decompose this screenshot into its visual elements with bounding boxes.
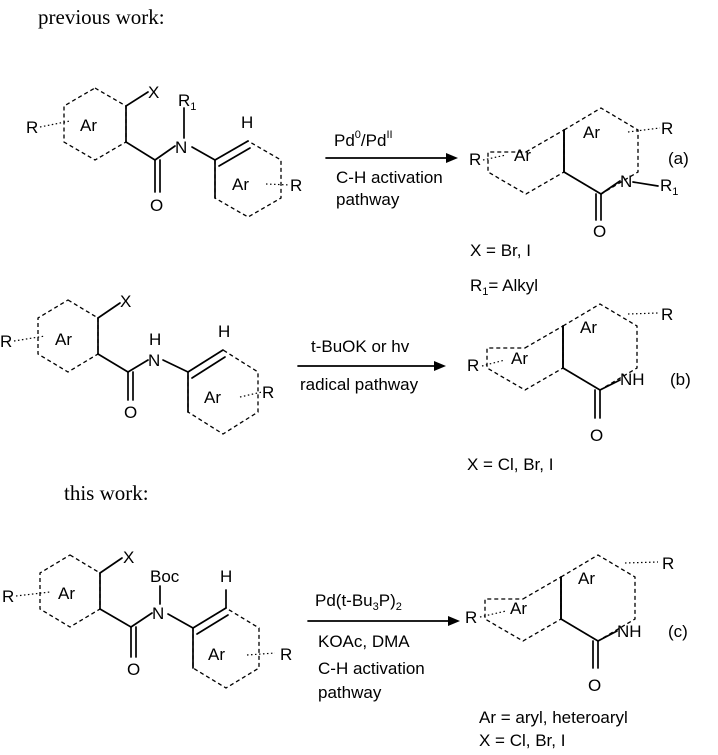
reaction-a-note-2: R1= Alkyl (470, 276, 538, 298)
reaction-a-sm-x-label: X (148, 83, 159, 102)
reaction-b-sm-h-label: H (218, 322, 230, 341)
reaction-b-prod-r-top-label: R (661, 305, 673, 324)
reaction-b-sm-ar-label: Ar (55, 330, 72, 349)
reaction-b-note-1: X = Cl, Br, I (467, 455, 553, 474)
reaction-a-prod-r1-label: R1 (660, 176, 678, 198)
reaction-b-sm-r-label: R (0, 332, 12, 351)
reaction-b-prod-nh-label: NH (620, 370, 645, 389)
reaction-c-sm-n-label: N (152, 604, 164, 623)
reaction-a-prod-ar-top-label: Ar (583, 123, 600, 142)
reaction-b-condition-1: t-BuOK or hv (311, 337, 410, 356)
reaction-a-product: Ar R Ar R O N R1 (469, 107, 678, 241)
heading-this-work: this work: (64, 481, 149, 505)
reaction-b-sm-x-label: X (120, 292, 131, 311)
reaction-a-prod-r-left-label: R (469, 150, 481, 169)
reaction-c-sm-r-label: R (2, 587, 14, 606)
reaction-c-product: Ar R Ar R O NH (465, 554, 674, 695)
reaction-b-arrow (297, 361, 446, 371)
reaction-c-sm-o-label: O (127, 660, 140, 679)
reaction-a-condition-3: pathway (336, 190, 400, 209)
reaction-a-sm-ar2-label: Ar (232, 175, 249, 194)
reaction-b-label: (b) (670, 370, 691, 389)
reaction-c-note-1: Ar = aryl, heteroaryl (479, 708, 628, 727)
reaction-c-catalyst: Pd(t-Bu3P)2 (315, 591, 402, 613)
reaction-c-note-2: X = Cl, Br, I (479, 731, 565, 750)
reaction-a-prod-r-top-label: R (661, 119, 673, 138)
reaction-a-sm-n-label: N (175, 138, 187, 157)
reaction-a-sm-r2-label: R (290, 176, 302, 195)
reaction-a-catalyst: Pd0/PdII (334, 129, 393, 150)
reaction-c-prod-ar-left-label: Ar (510, 599, 527, 618)
reaction-c-sm-x-label: X (123, 548, 134, 567)
reaction-a-sm-r1-label: R1 (178, 91, 196, 113)
reaction-b-prod-ar-left-label: Ar (511, 349, 528, 368)
reaction-b-starting-material: Ar R X O H N H Ar R (0, 292, 274, 435)
reaction-b-product: Ar R Ar R O NH (467, 303, 673, 445)
reaction-c-prod-r-left-label: R (465, 608, 477, 627)
reaction-c-sm-h-label: H (220, 567, 232, 586)
reaction-b-sm-r2-label: R (262, 383, 274, 402)
reaction-c-condition-2: KOAc, DMA (318, 632, 410, 651)
reaction-c-condition-4: pathway (318, 683, 382, 702)
reaction-a-sm-h-label: H (241, 113, 253, 132)
reaction-b-prod-ar-top-label: Ar (580, 318, 597, 337)
reaction-b-sm-o-label: O (124, 403, 137, 422)
reaction-a-prod-n-label: N (620, 172, 632, 191)
reaction-b-sm-ar2-label: Ar (204, 388, 221, 407)
reaction-b-prod-o-label: O (590, 426, 603, 445)
reaction-a-sm-o-label: O (150, 196, 163, 215)
reaction-b-sm-n-label: N (148, 351, 160, 370)
reaction-c-label: (c) (668, 622, 688, 641)
reaction-c-sm-boc-label: Boc (150, 567, 180, 586)
reaction-b-sm-h-on-n-label: H (149, 330, 161, 349)
reaction-c-arrow (307, 616, 460, 626)
reaction-a-prod-o-label: O (593, 222, 606, 241)
reaction-a-sm-ar-label: Ar (80, 116, 97, 135)
reaction-c-prod-o-label: O (588, 676, 601, 695)
reaction-a-starting-material: Ar R X O N R1 H Ar R (26, 83, 302, 218)
reaction-a-arrow (325, 153, 458, 163)
reaction-c-sm-ar-label: Ar (58, 584, 75, 603)
reaction-a-note-1: X = Br, I (470, 241, 531, 260)
reaction-a-sm-r-label: R (26, 118, 38, 137)
reaction-c-prod-nh-label: NH (617, 622, 642, 641)
reaction-a-label: (a) (668, 149, 689, 168)
reaction-a-condition-2: C-H activation (336, 168, 443, 187)
reaction-c-sm-ar2-label: Ar (208, 645, 225, 664)
reaction-c-condition-3: C-H activation (318, 659, 425, 678)
reaction-c-starting-material: Ar R X O N Boc H Ar R (2, 548, 292, 689)
reaction-c-prod-r-top-label: R (662, 554, 674, 573)
reaction-b-prod-r-left-label: R (467, 356, 479, 375)
reaction-c-prod-ar-top-label: Ar (578, 569, 595, 588)
reaction-c-sm-r2-label: R (280, 645, 292, 664)
reaction-b-condition-2: radical pathway (300, 375, 419, 394)
heading-previous-work: previous work: (38, 5, 165, 29)
reaction-a-prod-ar-left-label: Ar (514, 146, 531, 165)
